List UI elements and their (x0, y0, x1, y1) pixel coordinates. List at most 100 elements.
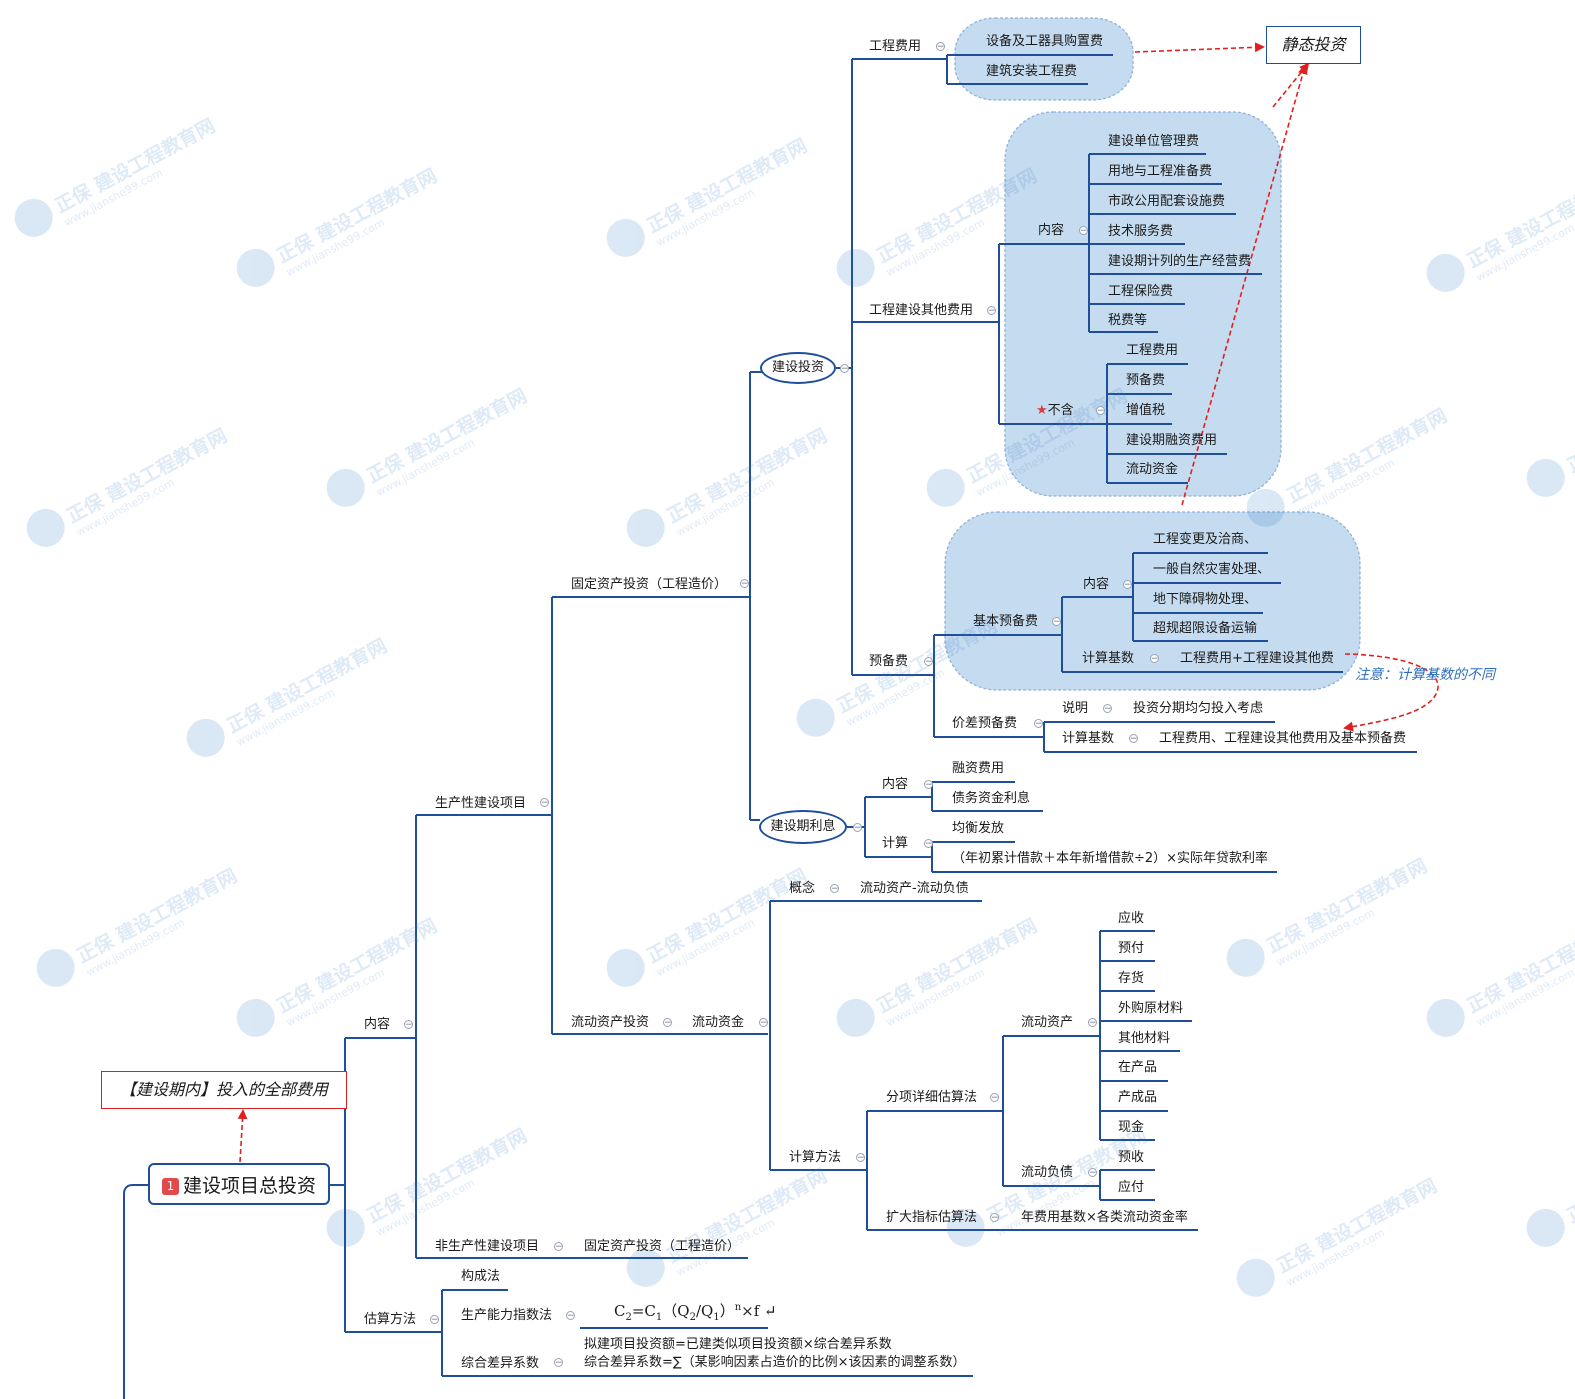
collapse-toggle[interactable]: − (990, 1213, 999, 1223)
node-productive-project[interactable]: 生产性建设项目 (435, 796, 527, 811)
leaf-basic-2[interactable]: 一般自然灾害处理、 (1153, 562, 1271, 577)
node-diff-coefficient[interactable]: 综合差异系数 (461, 1356, 540, 1371)
collapse-toggle[interactable]: − (924, 657, 933, 667)
leaf-price-desc-value[interactable]: 投资分期均匀投入考虑 (1133, 701, 1264, 716)
node-interest-content[interactable]: 内容 (882, 777, 909, 792)
leaf-debt-interest[interactable]: 债务资金利息 (952, 791, 1031, 806)
leaf-expanded-value[interactable]: 年费用基数×各类流动资金率 (1021, 1210, 1188, 1225)
collapse-toggle[interactable]: − (430, 1315, 439, 1325)
collapse-toggle[interactable]: − (1103, 704, 1112, 714)
collapse-toggle[interactable]: − (936, 42, 945, 52)
root-note[interactable]: 【建设期内】投入的全部费用 (101, 1071, 347, 1109)
leaf-basic-4[interactable]: 超规超限设备运输 (1153, 621, 1258, 636)
leaf-other-7[interactable]: 税费等 (1108, 313, 1148, 328)
leaf-building-install-cost[interactable]: 建筑安装工程费 (986, 64, 1078, 79)
collapse-toggle[interactable]: − (856, 1153, 865, 1163)
node-estimate-method[interactable]: 估算方法 (364, 1312, 417, 1327)
node-reserve[interactable]: 预备费 (869, 654, 909, 669)
collapse-toggle[interactable]: − (1096, 406, 1105, 416)
collapse-toggle[interactable]: − (853, 823, 862, 833)
leaf-diff-line2[interactable]: 综合差异系数=∑（某影响因素占造价的比例×该因素的调整系数） (584, 1355, 966, 1370)
leaf-even-release[interactable]: 均衡发放 (952, 821, 1005, 836)
collapse-toggle[interactable]: − (566, 1311, 575, 1321)
node-working-capital-investment[interactable]: 流动资产投资 (571, 1015, 650, 1030)
leaf-basic-1[interactable]: 工程变更及洽商、 (1153, 532, 1258, 547)
leaf-other-2[interactable]: 用地与工程准备费 (1108, 164, 1213, 179)
node-detail-estimate[interactable]: 分项详细估算法 (886, 1090, 978, 1105)
collapse-toggle[interactable]: − (840, 364, 849, 374)
node-other-costs[interactable]: 工程建设其他费用 (869, 303, 974, 318)
capacity-index-formula[interactable]: C2=C1（Q2/Q1）n×f ↵ (614, 1302, 777, 1323)
node-capacity-index-method[interactable]: 生产能力指数法 (461, 1308, 553, 1323)
leaf-composition-method[interactable]: 构成法 (461, 1269, 501, 1284)
collapse-toggle[interactable]: − (924, 780, 933, 790)
node-excludes[interactable]: ★不含 (1036, 403, 1074, 418)
leaf-basic-3[interactable]: 地下障碍物处理、 (1153, 592, 1258, 607)
collapse-toggle[interactable]: − (1052, 617, 1061, 627)
collapse-toggle[interactable]: − (663, 1018, 672, 1028)
leaf-asset-3[interactable]: 存货 (1118, 971, 1145, 986)
node-basic-reserve[interactable]: 基本预备费 (973, 614, 1039, 629)
node-price-calc[interactable]: 计算基数 (1062, 731, 1115, 746)
node-basic-content[interactable]: 内容 (1083, 577, 1110, 592)
leaf-liab-2[interactable]: 应付 (1118, 1180, 1145, 1195)
collapse-toggle[interactable]: − (554, 1242, 563, 1252)
collapse-toggle[interactable]: − (1150, 654, 1159, 664)
leaf-other-3[interactable]: 市政公用配套设施费 (1108, 194, 1226, 209)
collapse-toggle[interactable]: − (540, 798, 549, 808)
leaf-price-calc-value[interactable]: 工程费用、工程建设其他费用及基本预备费 (1159, 731, 1407, 746)
node-content[interactable]: 内容 (364, 1017, 391, 1032)
leaf-financing-cost[interactable]: 融资费用 (952, 761, 1005, 776)
leaf-asset-5[interactable]: 其他材料 (1118, 1031, 1171, 1046)
node-calc-method[interactable]: 计算方法 (789, 1150, 842, 1165)
node-basic-calc[interactable]: 计算基数 (1082, 651, 1135, 666)
collapse-toggle[interactable]: − (830, 884, 839, 894)
leaf-equipment-cost[interactable]: 设备及工器具购置费 (986, 34, 1104, 49)
collapse-toggle[interactable]: − (1129, 734, 1138, 744)
leaf-other-4[interactable]: 技术服务费 (1108, 224, 1174, 239)
collapse-toggle[interactable]: − (1123, 580, 1132, 590)
node-concept[interactable]: 概念 (789, 881, 816, 896)
collapse-toggle[interactable]: − (1088, 1018, 1097, 1028)
collapse-toggle[interactable]: − (990, 1093, 999, 1103)
collapse-toggle[interactable]: − (759, 1018, 768, 1028)
node-current-assets[interactable]: 流动资产 (1021, 1015, 1074, 1030)
node-interest-calc[interactable]: 计算 (882, 836, 909, 851)
collapse-toggle[interactable]: − (924, 839, 933, 849)
leaf-asset-7[interactable]: 产成品 (1118, 1090, 1158, 1105)
node-other-content[interactable]: 内容 (1038, 223, 1065, 238)
leaf-excl-4[interactable]: 建设期融资费用 (1126, 433, 1218, 448)
leaf-asset-8[interactable]: 现金 (1118, 1120, 1145, 1135)
leaf-basic-calc-value[interactable]: 工程费用+工程建设其他费 (1180, 651, 1334, 666)
node-non-productive-project[interactable]: 非生产性建设项目 (435, 1239, 540, 1254)
leaf-concept-value[interactable]: 流动资产-流动负债 (860, 881, 969, 896)
static-investment-label[interactable]: 静态投资 (1266, 26, 1361, 64)
leaf-other-5[interactable]: 建设期计列的生产经营费 (1108, 254, 1252, 269)
node-engineering-cost[interactable]: 工程费用 (869, 39, 922, 54)
collapse-toggle[interactable]: − (1034, 719, 1043, 729)
leaf-other-1[interactable]: 建设单位管理费 (1108, 134, 1200, 149)
leaf-excl-5[interactable]: 流动资金 (1126, 462, 1179, 477)
node-working-capital[interactable]: 流动资金 (692, 1015, 745, 1030)
leaf-asset-6[interactable]: 在产品 (1118, 1060, 1158, 1075)
collapse-toggle[interactable]: − (987, 306, 996, 316)
leaf-excl-2[interactable]: 预备费 (1126, 373, 1166, 388)
leaf-excl-3[interactable]: 增值税 (1126, 403, 1166, 418)
node-price-reserve[interactable]: 价差预备费 (952, 716, 1018, 731)
node-price-desc[interactable]: 说明 (1062, 701, 1089, 716)
node-fixed-asset-investment[interactable]: 固定资产投资（工程造价） (571, 577, 728, 592)
leaf-interest-formula[interactable]: （年初累计借款＋本年新增借款÷2）×实际年贷款利率 (952, 851, 1269, 866)
collapse-toggle[interactable]: − (404, 1020, 413, 1030)
leaf-liab-1[interactable]: 预收 (1118, 1150, 1145, 1165)
node-construction-investment[interactable]: 建设投资 (760, 352, 836, 384)
node-non-prod-fixed[interactable]: 固定资产投资（工程造价） (584, 1239, 741, 1254)
collapse-toggle[interactable]: − (1079, 226, 1088, 236)
node-construction-interest[interactable]: 建设期利息 (759, 810, 847, 844)
leaf-asset-1[interactable]: 应收 (1118, 911, 1145, 926)
node-current-liabilities[interactable]: 流动负债 (1021, 1165, 1074, 1180)
leaf-asset-2[interactable]: 预付 (1118, 941, 1145, 956)
collapse-toggle[interactable]: − (740, 579, 749, 589)
collapse-toggle[interactable]: − (1088, 1168, 1097, 1178)
leaf-excl-1[interactable]: 工程费用 (1126, 343, 1179, 358)
